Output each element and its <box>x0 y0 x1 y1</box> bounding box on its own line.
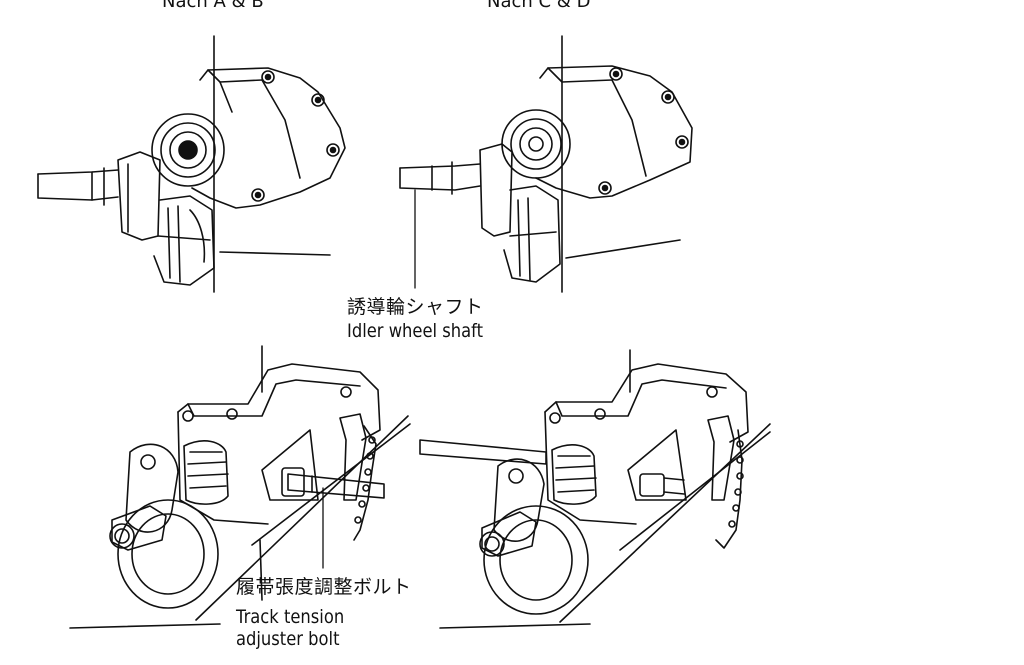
illustration-idler-hub-left <box>38 36 345 292</box>
illustration-idler-hub-right <box>400 36 692 292</box>
illustration-tension-adjuster-left <box>70 346 410 628</box>
figure-caption-top-right: Nach C & D <box>487 0 591 12</box>
callout-adjuster-bolt-en-line1: Track tension <box>236 606 345 628</box>
callout-adjuster-bolt-en-line2: adjuster bolt <box>236 628 340 650</box>
callout-idler-shaft-ja: 誘導輪シャフト <box>347 296 484 318</box>
illustration-tension-adjuster-right <box>420 350 770 628</box>
figure-caption-top-left: Nach A & B <box>162 0 264 12</box>
callout-idler-shaft-en: Idler wheel shaft <box>347 320 484 342</box>
callout-adjuster-bolt-ja: 履帯張度調整ボルト <box>236 576 412 598</box>
